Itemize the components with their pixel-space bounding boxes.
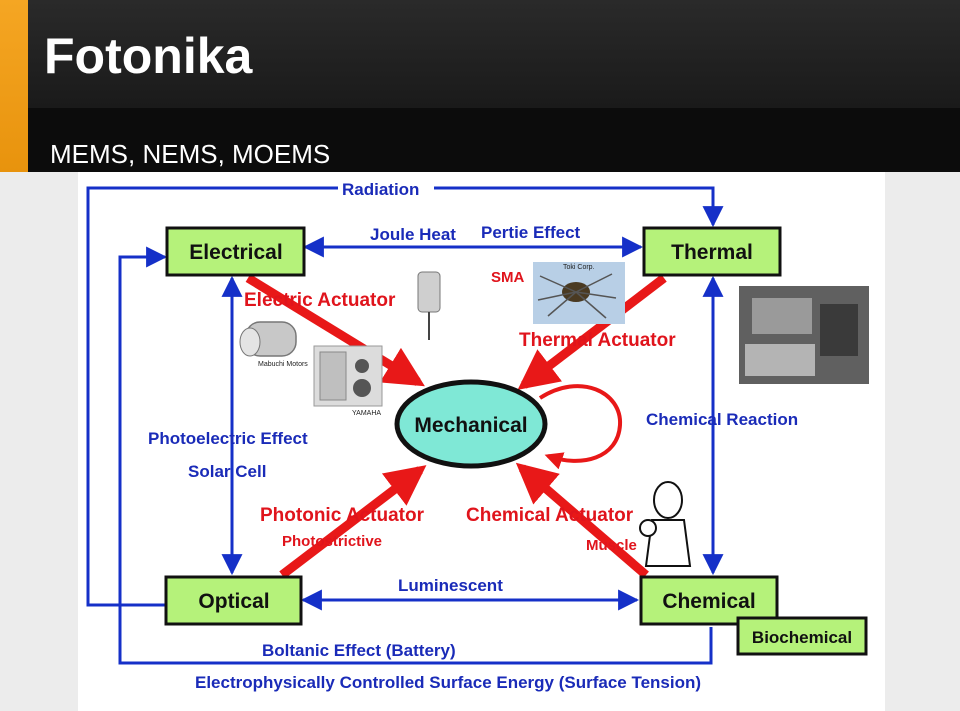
label-electric-actuator: Electric Actuator (244, 290, 396, 311)
node-mechanical-label: Mechanical (414, 414, 527, 437)
caption-motor: Mabuchi Motors (258, 361, 308, 368)
accent-stripe (0, 0, 28, 172)
label-solar-cell: Solar Cell (188, 462, 266, 481)
node-electrical-label: Electrical (189, 241, 282, 264)
photo-motor: Mabuchi Motors (239, 321, 308, 368)
label-boltanic-effect: Boltanic Effect (Battery) (262, 641, 456, 660)
photo-spider: Toki Corp. (533, 262, 625, 324)
arrow-thermal-actuator (517, 274, 667, 390)
label-photoelectric-effect: Photoelectric Effect (148, 429, 308, 448)
label-luminescent: Luminescent (398, 576, 503, 595)
label-photostrictive: Photostrictive (282, 533, 382, 550)
red-actuator-arrows (245, 274, 667, 579)
photo-popeye (639, 481, 692, 567)
caption-spider: Toki Corp. (563, 264, 595, 271)
label-chemical-actuator: Chemical Actuator (466, 505, 634, 526)
node-electrical: Electrical (165, 226, 306, 277)
slide-subtitle: MEMS, NEMS, MOEMS (50, 139, 331, 169)
photo-engine (739, 286, 869, 384)
node-thermal: Thermal (642, 226, 782, 277)
label-chemical-reaction: Chemical Reaction (646, 410, 798, 429)
label-thermal-actuator: Thermal Actuator (519, 330, 676, 351)
label-sma: SMA (491, 269, 525, 286)
caption-speaker: YAMAHA (352, 410, 381, 417)
blue-connectors (86, 186, 724, 665)
label-muscle: Muscle (586, 537, 637, 554)
node-chemical: Chemical (639, 575, 779, 626)
label-radiation: Radiation (342, 180, 419, 199)
margin-right (885, 172, 960, 711)
arrow-mechanical-loop (538, 384, 623, 470)
node-thermal-label: Thermal (671, 241, 753, 264)
arrow-photonic-actuator (279, 465, 427, 579)
photo-micromotor (417, 271, 441, 340)
subheader-bar (0, 108, 960, 172)
photo-speaker: YAMAHA (313, 345, 383, 417)
node-biochemical: Biochemical (736, 616, 868, 656)
header-bar (0, 0, 960, 108)
blue-labels: Radiation Joule Heat Pertie Effect Photo… (148, 178, 798, 692)
label-surface-energy: Electrophysically Controlled Surface Ene… (195, 673, 701, 692)
edge-boltanic (118, 246, 713, 665)
label-photonic-actuator: Photonic Actuator (260, 505, 425, 526)
node-mechanical: Mechanical (394, 379, 548, 469)
node-chemical-label: Chemical (662, 590, 755, 613)
label-joule-heat: Joule Heat (370, 225, 456, 244)
label-pertie-effect: Pertie Effect (481, 223, 581, 242)
arrow-electric-actuator (245, 274, 425, 387)
node-optical-label: Optical (198, 590, 269, 613)
edge-radiation-line (86, 186, 724, 607)
margin-left (0, 172, 78, 711)
arrow-chemical-actuator (515, 462, 649, 579)
node-biochemical-label: Biochemical (752, 628, 852, 647)
node-optical: Optical (164, 575, 303, 626)
slide-title: Fotonika (44, 28, 253, 84)
red-labels: Electric Actuator SMA Thermal Actuator P… (244, 269, 676, 554)
